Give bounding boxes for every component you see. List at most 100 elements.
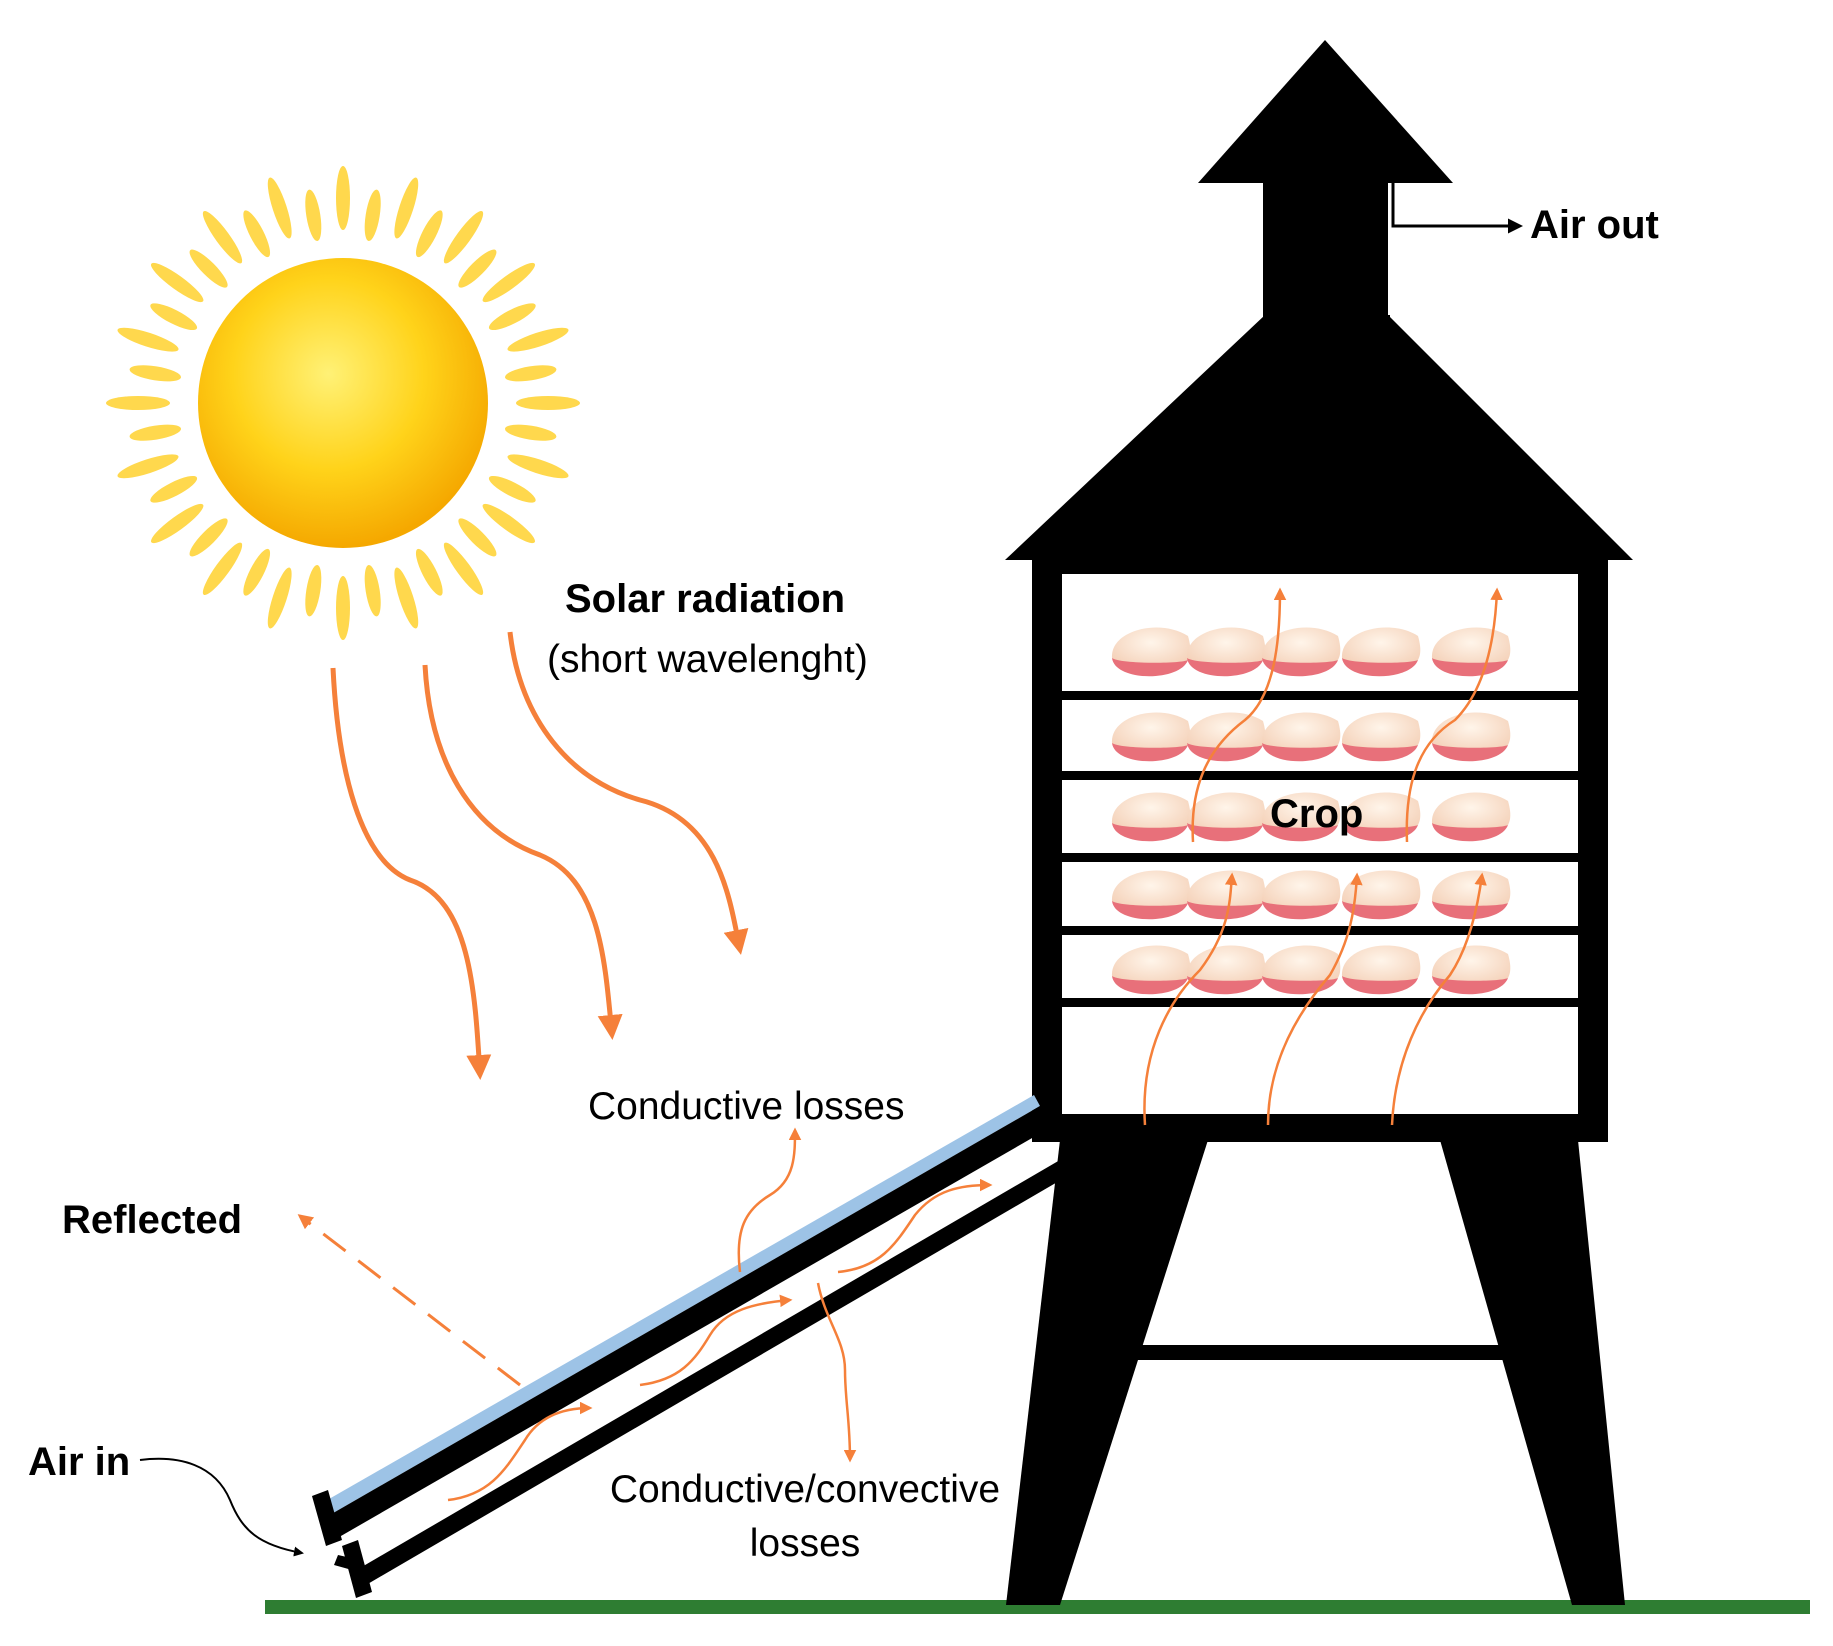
apple-slice-flesh — [1431, 792, 1511, 836]
short-wavelength-label: (short wavelenght) — [547, 638, 868, 681]
apple-slice-flesh — [1261, 712, 1341, 756]
sun-ray — [129, 365, 182, 382]
sun-ray — [458, 518, 497, 557]
roof-triangle — [1005, 315, 1633, 560]
apple-slice-flesh — [1186, 627, 1266, 671]
collector-airflow — [447, 1178, 993, 1502]
apple-slice-skin — [1187, 658, 1263, 677]
apple-slice-skin — [1262, 823, 1338, 842]
apple-slice-skin — [1262, 743, 1338, 762]
sun-ray — [504, 365, 557, 382]
apple-slice-skin — [1432, 901, 1508, 920]
apple-slice-skin — [1342, 743, 1418, 762]
sun-ray — [504, 424, 557, 441]
absorber-plate — [328, 1106, 1046, 1540]
reflected-label: Reflected — [62, 1198, 243, 1242]
sun-rays — [106, 166, 580, 640]
apple-slice-skin — [1342, 901, 1418, 920]
apple-slice-icon — [1111, 870, 1191, 920]
conductive-convective-loss-arrow — [816, 1282, 857, 1463]
apple-slice-icon — [1186, 792, 1266, 842]
sun-ray — [443, 542, 484, 596]
inlet-notch — [334, 1555, 360, 1570]
sun-ray — [189, 518, 228, 557]
crop-label: Crop — [1270, 792, 1364, 836]
apple-slice-flesh — [1431, 945, 1511, 989]
collector-upper-inlet-cap — [312, 1490, 342, 1546]
tray-4 — [1062, 926, 1578, 935]
apple-slice-skin — [1187, 823, 1263, 842]
sun-ray — [117, 454, 179, 479]
apple-slice-flesh — [1261, 792, 1341, 836]
tray-3 — [1062, 853, 1578, 862]
reflected-arrow — [297, 1214, 521, 1387]
airflow-upper-2 — [1405, 587, 1503, 843]
apple-slice-skin — [1112, 901, 1188, 920]
apple-slice-skin — [1112, 743, 1188, 762]
sun-ray — [129, 424, 182, 441]
left-leg — [1006, 1140, 1208, 1605]
sun-ray — [202, 210, 243, 264]
apple-slice-icon — [1111, 792, 1191, 842]
apple-slice-icon — [1111, 945, 1191, 995]
collector-bottom — [360, 1125, 1126, 1585]
air-in-arrow — [139, 1457, 304, 1557]
apple-slice-icon — [1111, 712, 1191, 762]
sun-ray — [507, 454, 569, 479]
solar-collector — [312, 1095, 1126, 1598]
apple-slice-skin — [1432, 976, 1508, 995]
apple-slice-flesh — [1186, 792, 1266, 836]
chimney-shaft — [1263, 180, 1388, 330]
sun-ray — [243, 210, 271, 258]
apple-slice-icon — [1186, 712, 1266, 762]
airflow-up-1 — [1143, 872, 1238, 1126]
apple-slice-skin — [1342, 976, 1418, 995]
apple-slice-flesh — [1341, 792, 1421, 836]
apple-slice-icon — [1186, 627, 1266, 677]
apple-slice-flesh — [1341, 627, 1421, 671]
apple-slice-skin — [1187, 976, 1263, 995]
apple-slice-icon — [1341, 792, 1421, 842]
sun-ray — [267, 177, 292, 239]
apple-slice-skin — [1262, 901, 1338, 920]
sun-ray — [394, 567, 419, 629]
chamber-airflow — [1143, 587, 1503, 1126]
sun-ray — [482, 262, 536, 303]
sun-ray — [189, 249, 228, 288]
apple-slice-flesh — [1111, 792, 1191, 836]
apple-slice-icon — [1341, 627, 1421, 677]
crop-slices — [1111, 627, 1511, 995]
apple-slice-flesh — [1261, 627, 1341, 671]
apple-slice-flesh — [1186, 945, 1266, 989]
apple-slice-skin — [1112, 976, 1188, 995]
conductive-convective-line-2: losses — [749, 1522, 861, 1565]
apple-slice-icon — [1261, 712, 1341, 762]
airflow-up-3 — [1390, 872, 1487, 1126]
apple-slice-icon — [1186, 945, 1266, 995]
collector-lower-inlet-cap — [342, 1540, 372, 1598]
conductive-loss-arrow — [737, 1127, 802, 1273]
apple-slice-flesh — [1341, 945, 1421, 989]
apple-slice-flesh — [1111, 945, 1191, 989]
drying-chamber — [1032, 560, 1608, 1142]
apple-slice-flesh — [1261, 945, 1341, 989]
apple-slice-skin — [1342, 823, 1418, 842]
tray-5 — [1062, 998, 1578, 1007]
loss-arrows — [737, 1127, 857, 1463]
tray-2 — [1062, 771, 1578, 780]
sun-ray — [488, 303, 536, 331]
apple-slice-flesh — [1186, 712, 1266, 756]
sun-ray — [243, 548, 271, 596]
apple-slice-flesh — [1261, 870, 1341, 914]
air-out-label: Air out — [1530, 203, 1659, 247]
glass-cover — [322, 1095, 1040, 1516]
apple-slice-skin — [1342, 658, 1418, 677]
solar-radiation-label: Solar radiation — [565, 577, 846, 621]
apple-slice-skin — [1432, 743, 1508, 762]
dryer-roof — [1005, 40, 1633, 560]
collector-airflow-3 — [837, 1178, 993, 1274]
apple-slice-icon — [1431, 792, 1511, 842]
apple-slice-flesh — [1341, 712, 1421, 756]
solar-radiation-arrows — [330, 631, 749, 1080]
air-out-arrow — [1391, 183, 1523, 234]
